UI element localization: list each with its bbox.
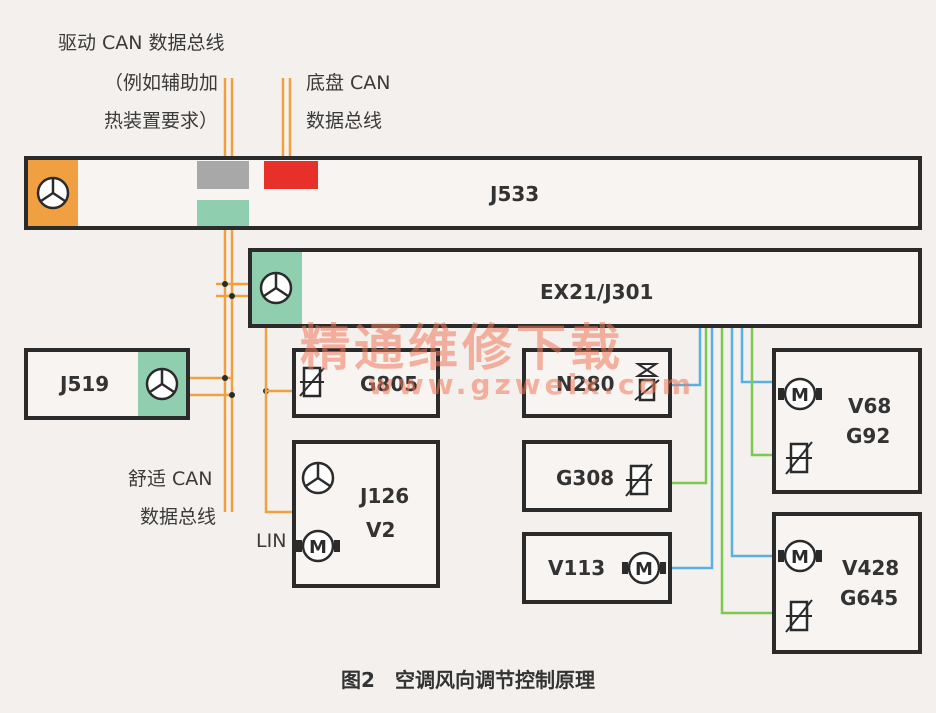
motor-icon: M — [778, 377, 822, 411]
v68-label: V68 — [848, 394, 892, 418]
comfort-can-connector-teal — [197, 200, 249, 226]
sensor-icon — [785, 599, 813, 633]
motor-icon-letter: M — [635, 559, 653, 580]
chassis-can-wires — [281, 78, 292, 160]
lin-wire — [264, 327, 292, 514]
j533-label: J533 — [490, 182, 540, 206]
v2-label: V2 — [366, 518, 396, 542]
blue-signal-wires — [670, 327, 772, 570]
j126-label: J126 — [360, 484, 410, 508]
drive-can-label-1: 驱动 CAN 数据总线 — [58, 32, 225, 54]
valve-icon — [634, 363, 660, 402]
fan-icon — [259, 271, 293, 305]
chassis-can-label-2: 数据总线 — [306, 110, 383, 132]
drive-can-label-2: （例如辅助加 — [104, 72, 219, 94]
motor-icon-letter: M — [791, 385, 809, 406]
sensor-icon — [625, 463, 653, 497]
comfort-can-label-2: 数据总线 — [140, 506, 217, 528]
g92-label: G92 — [846, 424, 891, 448]
chassis-can-connector-red — [264, 161, 318, 189]
v428-label: V428 — [842, 556, 900, 580]
fan-icon — [301, 461, 335, 495]
sensor-icon — [785, 441, 813, 475]
motor-icon: M — [296, 529, 340, 563]
g308-label: G308 — [556, 466, 615, 490]
sensor-icon — [299, 366, 325, 398]
drive-can-label-3: 热装置要求） — [104, 110, 219, 132]
green-signal-wires — [670, 327, 772, 615]
j519-label: J519 — [60, 372, 110, 396]
v113-label: V113 — [548, 556, 606, 580]
ex21-label: EX21/J301 — [540, 280, 654, 304]
drive-can-connector-gray — [197, 161, 249, 189]
lin-label: LIN — [256, 530, 287, 552]
comfort-can-label-1: 舒适 CAN — [128, 468, 213, 490]
motor-icon: M — [622, 551, 666, 585]
chassis-can-label-1: 底盘 CAN — [306, 72, 391, 94]
module-j533 — [24, 156, 922, 230]
watermark-text: 精通维修下载 — [300, 319, 624, 377]
g805-label: G805 — [360, 372, 419, 396]
watermark-url: www.gzweix.com — [368, 368, 695, 401]
fan-icon — [36, 176, 70, 210]
motor-icon-letter: M — [791, 547, 809, 568]
n280-label: N280 — [556, 372, 615, 396]
motor-icon-letter: M — [309, 537, 327, 558]
g645-label: G645 — [840, 586, 899, 610]
motor-icon: M — [778, 539, 822, 573]
figure-caption: 图2 空调风向调节控制原理 — [341, 668, 595, 692]
junction-dots — [222, 281, 269, 398]
fan-icon — [145, 367, 179, 401]
module-ex21 — [248, 248, 922, 328]
